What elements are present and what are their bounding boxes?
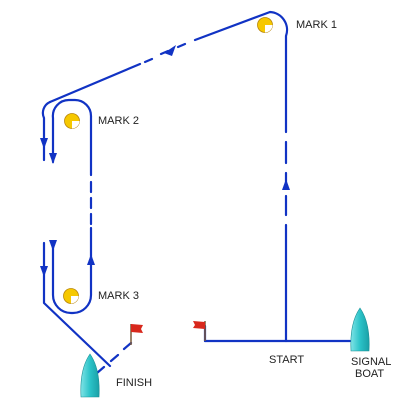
leg-mark1-dashes [48, 42, 187, 104]
leg-mark2-inner [51, 98, 93, 177]
finish-boat [80, 353, 100, 398]
arrow-down-icon [49, 153, 57, 164]
red-flag-icon [193, 321, 205, 329]
arrow-down-icon [40, 266, 48, 277]
leg-mark2-outer [41, 100, 52, 162]
signal-boat [350, 307, 370, 352]
leg-start-to-mark1 [193, 10, 289, 343]
mark1-buoy [257, 17, 273, 33]
arrow-up-icon [87, 254, 95, 265]
start-flag [193, 321, 206, 341]
mark3-label: MARK 3 [98, 290, 139, 302]
mark3-buoy [63, 288, 79, 304]
mark2-buoy [64, 113, 80, 129]
finish-label: FINISH [116, 377, 152, 389]
start-label: START [269, 354, 304, 366]
arrow-down-icon [40, 138, 48, 149]
arrow-down-icon [49, 240, 57, 251]
mark2-label: MARK 2 [98, 115, 139, 127]
boat-icon [80, 353, 100, 398]
leg-to-finish [42, 241, 112, 368]
course-lines [41, 10, 352, 385]
finish-line [84, 341, 133, 385]
finish-flag [130, 324, 143, 345]
mark1-label: MARK 1 [296, 19, 337, 31]
leg-mark3-loop [51, 226, 93, 315]
arrow-up-icon [282, 179, 290, 190]
red-flag-icon [131, 324, 143, 333]
direction-arrows [40, 45, 290, 277]
boat-icon [350, 307, 370, 352]
signal-boat-label-line2: BOAT [355, 368, 384, 380]
arrow-left-icon [164, 45, 176, 56]
signal-boat-label-line1: SIGNAL [351, 356, 391, 368]
